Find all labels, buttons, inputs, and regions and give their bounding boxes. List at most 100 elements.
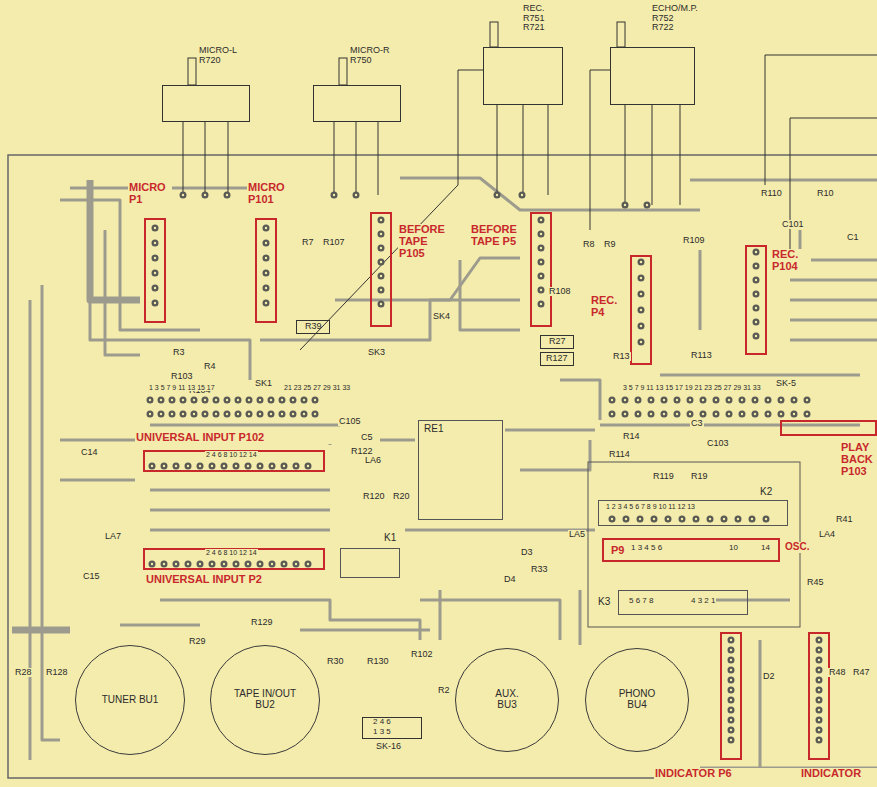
component-ref: R9: [603, 240, 617, 249]
component-ref: R119: [652, 472, 675, 481]
component-ref: R108: [548, 287, 572, 296]
part-label: R27: [548, 337, 567, 347]
component-ref: R30: [326, 657, 345, 666]
connector-label: MICRO P1: [128, 182, 172, 206]
component-ref: R129: [250, 618, 274, 627]
component-ref: R130: [366, 657, 390, 666]
connector-label: PLAY BACK P103: [840, 442, 876, 478]
component-ref: R102: [410, 650, 434, 659]
component-ref: C5: [360, 433, 374, 442]
component-ref: R20: [392, 492, 411, 501]
pin-numbers: 2 4 6: [372, 718, 392, 726]
pin-numbers: 3 5 7 9 11 13 15 17 19 21 23 25 27 29 31…: [622, 384, 762, 391]
connector-label: INDICATOR: [800, 768, 877, 780]
component-ref: C15: [82, 572, 101, 581]
connector-outline: BEFORE TAPE P5: [530, 212, 552, 327]
connector-label: UNIVERSAL INPUT P102: [135, 432, 335, 444]
pin-numbers: 10: [728, 544, 739, 552]
potentiometer-wiring: [183, 22, 877, 350]
potentiometer: MICRO-L R720: [162, 85, 250, 122]
component-ref: R29: [188, 637, 207, 646]
relay: K1: [340, 548, 400, 578]
potentiometer: MICRO-R R750: [313, 85, 401, 122]
connector-label: BEFORE TAPE P105: [398, 224, 446, 260]
connector-outline: P9: [602, 538, 780, 562]
component-ref: SK4: [432, 312, 451, 321]
pin-numbers: 1 2 3 4 5 6 7 8 9 10 11 12 13: [605, 503, 696, 510]
component-ref: D3: [520, 548, 534, 557]
din-socket: TUNER BU1: [75, 645, 185, 755]
component-ref: R4: [203, 362, 217, 371]
connector-outline: BEFORE TAPE P105: [370, 212, 392, 327]
component-ref: C103: [706, 439, 730, 448]
component-ref: R7: [301, 238, 315, 247]
component-ref: R120: [362, 492, 386, 501]
pin-numbers: 1 3 5 7 9 11 13 15 17: [148, 384, 216, 391]
component-ref: R33: [530, 565, 549, 574]
component-ref: R3: [172, 348, 186, 357]
din-socket: PHONO BU4: [585, 648, 689, 752]
resistor: R27: [540, 335, 574, 349]
part-label: MICRO-L R720: [198, 46, 242, 65]
part-label: R39: [304, 322, 323, 332]
component-ref: D4: [503, 575, 517, 584]
part-label: K2: [759, 487, 779, 498]
connector-label: MICRO P101: [247, 182, 291, 206]
connector-outline: PLAY BACK P103: [780, 420, 877, 436]
component-ref: LA7: [104, 532, 122, 541]
component-ref: SK-5: [775, 379, 797, 388]
pcb-traces: [8, 155, 877, 778]
component-ref: R13: [612, 352, 631, 361]
component-ref: R103: [170, 372, 194, 381]
part-label: R127: [545, 354, 569, 364]
component-ref: SK3: [367, 348, 386, 357]
component-ref: R8: [582, 240, 596, 249]
component-ref: R19: [690, 472, 709, 481]
connector-outline: REC. P104: [745, 245, 767, 355]
pin-numbers: 21 23 25 27 29 31 33: [283, 384, 351, 391]
component-ref: C3: [690, 419, 704, 428]
resistor: R127: [540, 352, 574, 366]
component-ref: R109: [682, 236, 706, 245]
resistor: R39: [296, 320, 330, 334]
component-ref: R41: [835, 515, 854, 524]
connector-label: UNIVERSAL INPUT P2: [145, 574, 345, 586]
component-ref: C101: [781, 220, 805, 229]
part-label: K3: [597, 597, 617, 608]
connector-label: INDICATOR P6: [654, 768, 804, 780]
component-ref: SK1: [254, 379, 273, 388]
part-label: TAPE IN/OUT BU2: [230, 689, 300, 711]
part-label: K1: [383, 533, 403, 544]
connector-label: BEFORE TAPE P5: [470, 224, 526, 248]
part-label: RE1: [423, 424, 453, 435]
pin-numbers: 14: [760, 544, 771, 552]
pin-numbers: 2 4 6 8 10 12 14: [205, 549, 258, 556]
part-label: TUNER BU1: [100, 695, 160, 706]
component-ref: R48: [828, 668, 847, 677]
component-ref: LA5: [568, 530, 586, 539]
component-ref: R114: [608, 450, 631, 459]
component-ref: C14: [80, 448, 99, 457]
pin-numbers: 4 3 2 1: [690, 597, 716, 605]
component-ref: LA4: [818, 530, 836, 539]
component-ref: R45: [806, 578, 825, 587]
component-ref: R113: [690, 351, 713, 360]
component-ref: R128: [45, 668, 69, 677]
din-socket: AUX. BU3: [455, 648, 559, 752]
component-ref: R107: [322, 238, 346, 247]
part-label: AUX. BU3: [487, 689, 527, 711]
din-socket: TAPE IN/OUT BU2: [210, 645, 320, 755]
connector-outline: INDICATOR P6: [720, 632, 742, 760]
potentiometer: ECHO/M.P. R752 R722: [610, 47, 695, 105]
component-ref: R14: [622, 432, 641, 441]
pin-numbers: 2 4 6 8 10 12 14: [205, 451, 258, 458]
pin-numbers: 5 6 7 8: [628, 597, 654, 605]
component-ref: R122: [350, 447, 374, 456]
connector-outline: INDICATOR: [808, 632, 830, 760]
component-ref: R47: [852, 668, 871, 677]
potentiometer: REC. R751 R721: [483, 47, 563, 105]
component-ref: LA6: [364, 456, 382, 465]
component-ref: OSC.: [784, 542, 810, 553]
